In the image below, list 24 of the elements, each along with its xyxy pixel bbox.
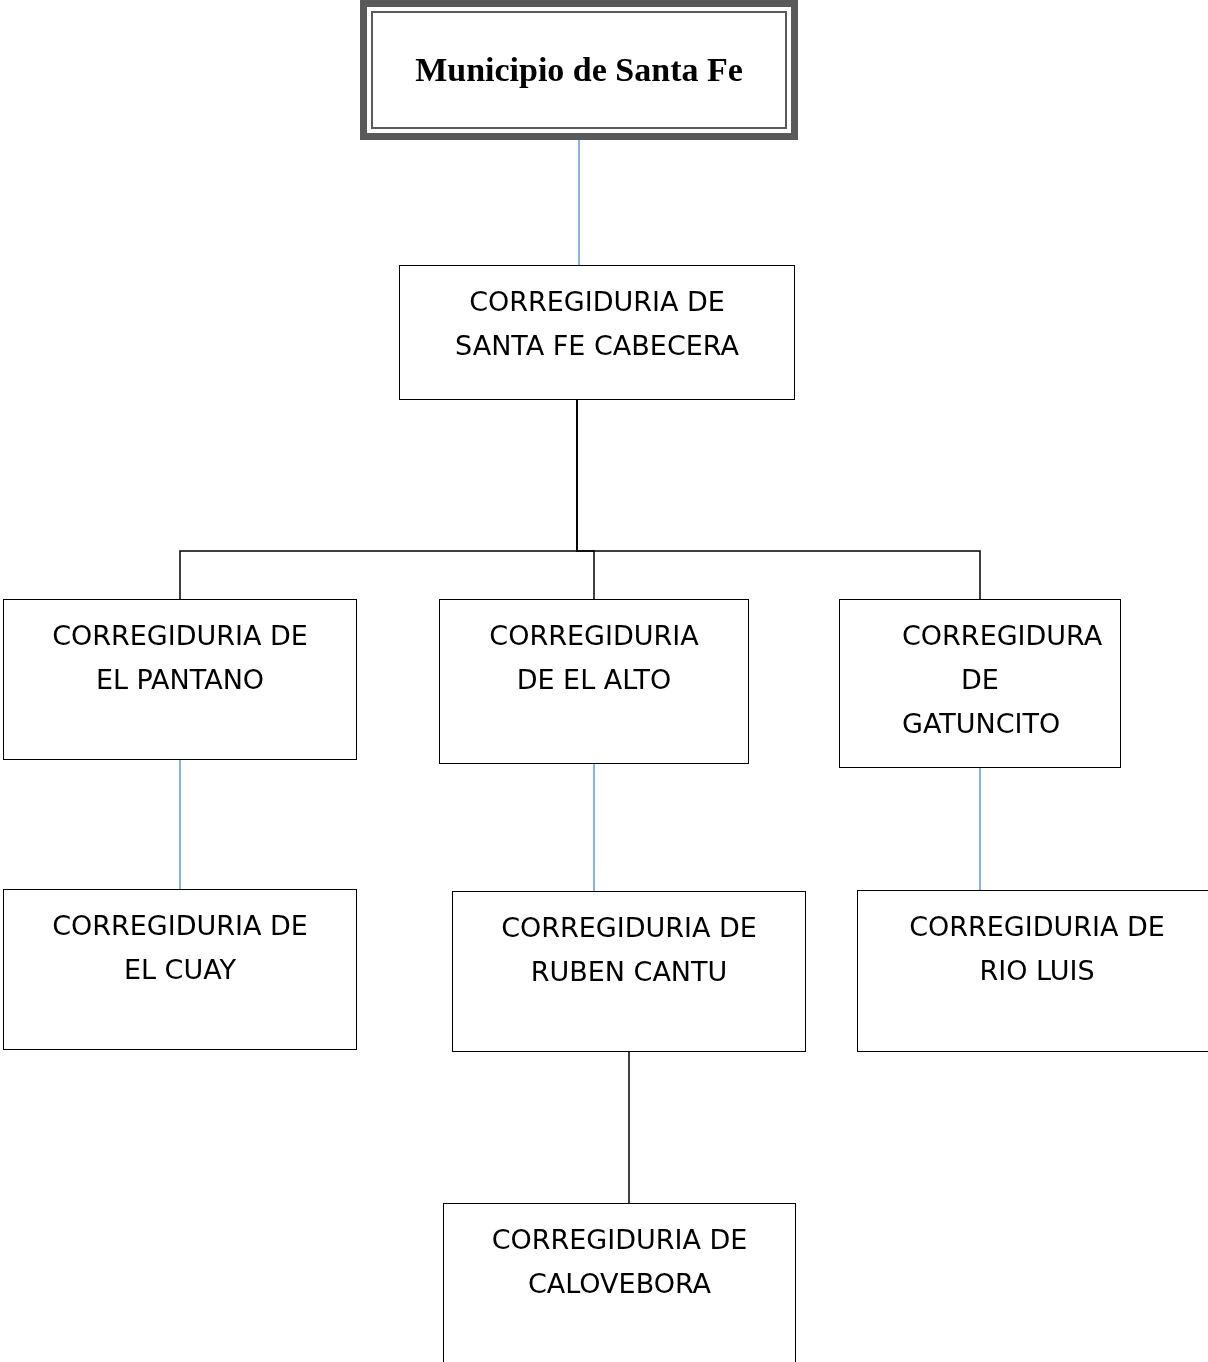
- org-box: [839, 599, 1121, 768]
- org-label: CORREGIDURIA DE SANTA FE CABECERA: [455, 286, 739, 361]
- connector-line: [593, 763, 595, 892]
- connector-line: [578, 139, 580, 266]
- org-box: [3, 599, 357, 760]
- connector-line: [179, 759, 181, 890]
- connector-line: [576, 399, 981, 600]
- org-box: [399, 265, 795, 400]
- org-label: CORREGIDURIA DE EL CUAY: [52, 910, 308, 985]
- connector-line: [979, 767, 981, 891]
- org-label: CORREGIDURA DE GATUNCITO: [902, 620, 1103, 739]
- title-box: [360, 0, 798, 140]
- org-box: [439, 599, 749, 764]
- org-label: CORREGIDURIA DE EL ALTO: [489, 620, 699, 695]
- org-label: CORREGIDURIA DE CALOVEBORA: [491, 1224, 748, 1299]
- connector-line: [628, 1051, 630, 1204]
- org-label: CORREGIDURIA DE EL PANTANO: [52, 620, 308, 695]
- org-box: [857, 890, 1208, 1052]
- org-box: [452, 891, 806, 1052]
- org-label: CORREGIDURIA DE RIO LUIS: [909, 911, 1165, 986]
- org-box: [443, 1203, 796, 1362]
- org-box: [3, 889, 357, 1050]
- org-label: CORREGIDURIA DE RUBEN CANTU: [501, 912, 757, 987]
- title-text: Municipio de Santa Fe: [415, 51, 743, 89]
